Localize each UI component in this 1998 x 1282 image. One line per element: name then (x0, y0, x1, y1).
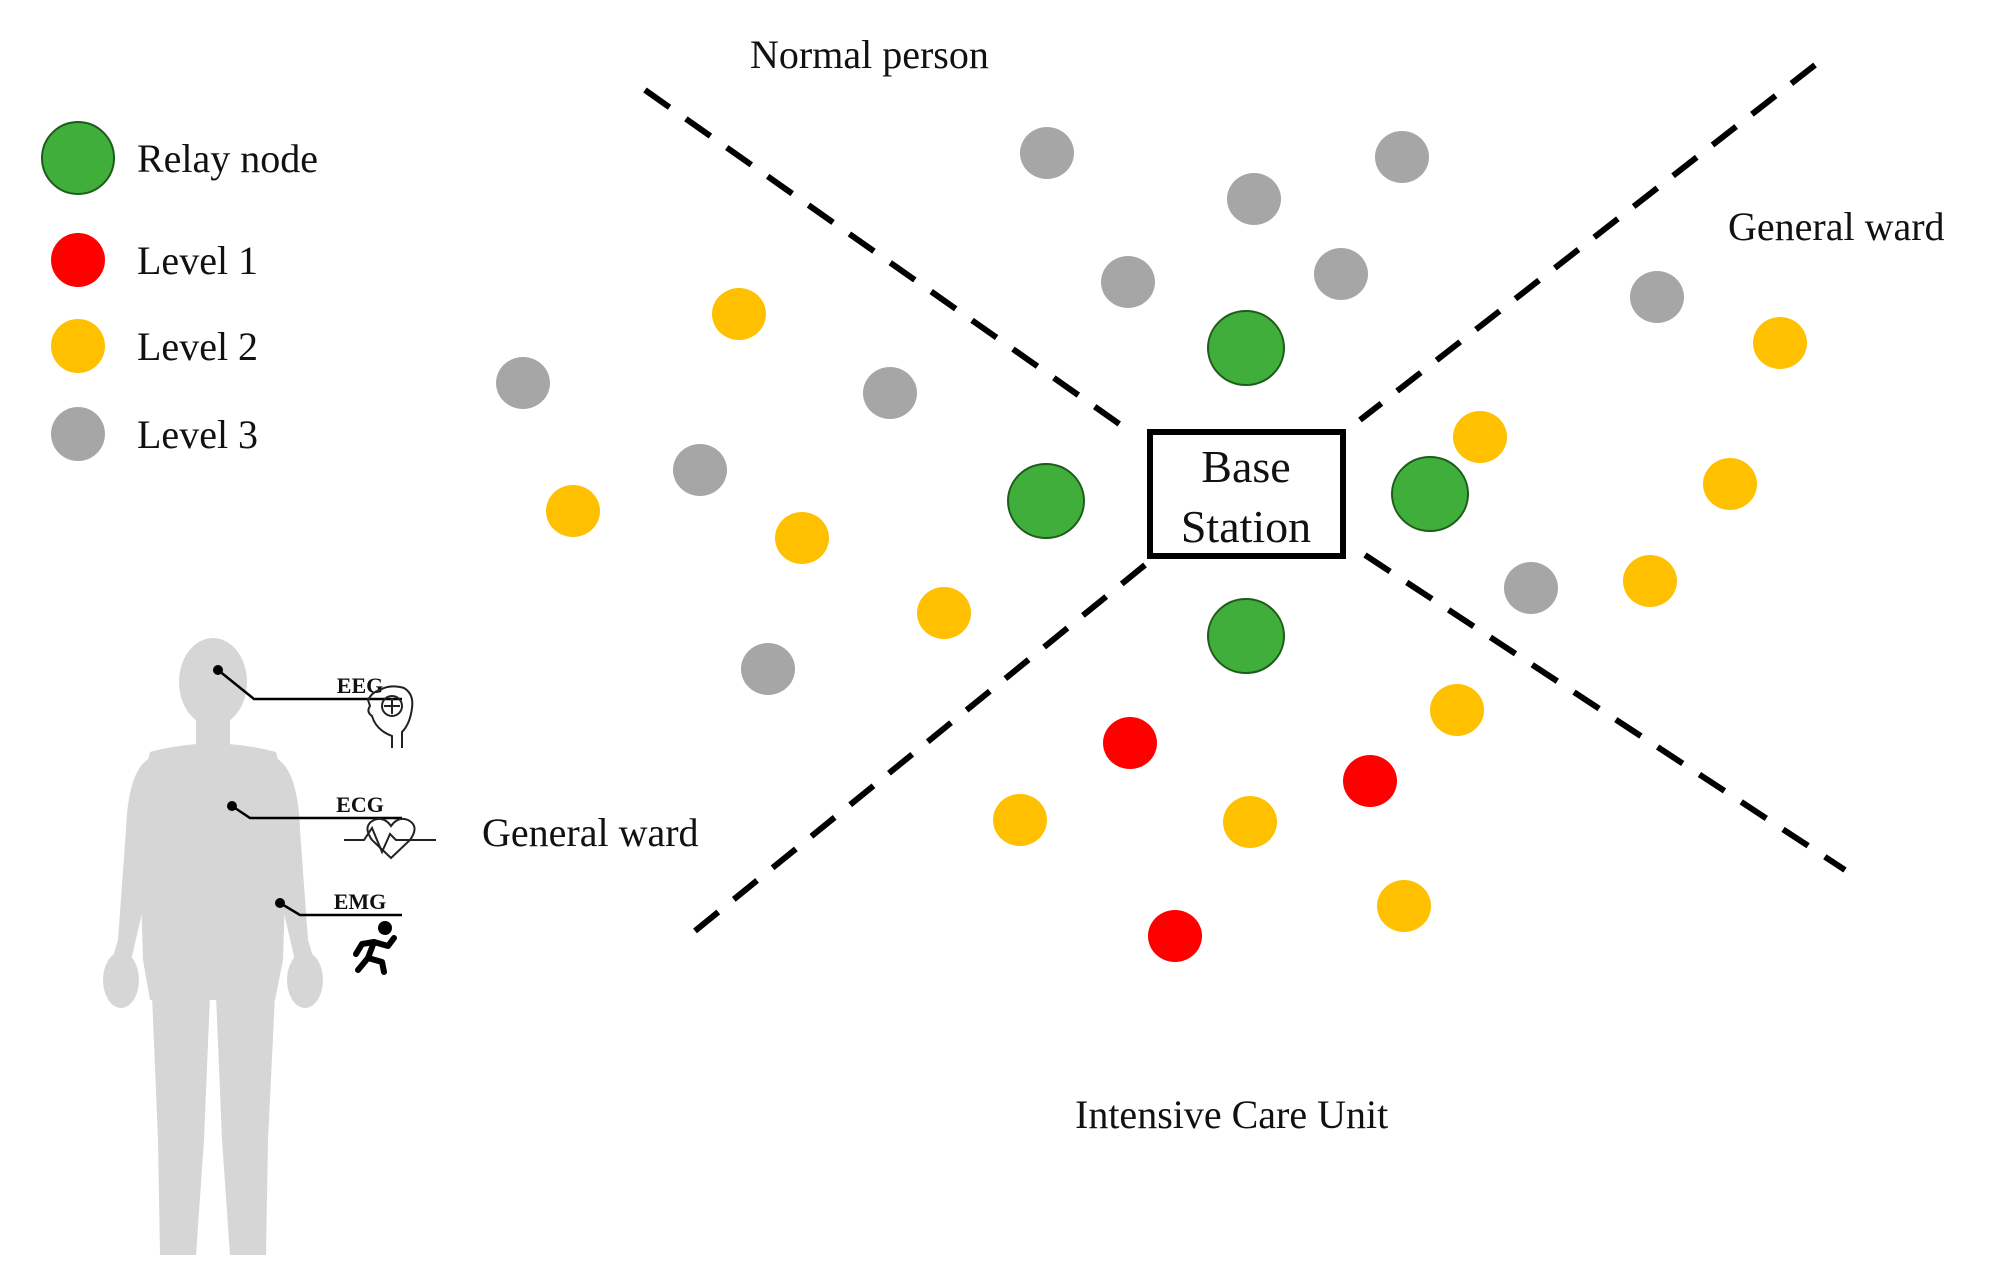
level2-node-9 (1430, 684, 1484, 736)
relay-node-2 (1007, 463, 1085, 539)
legend-swatch-level2 (51, 319, 105, 373)
level3-node-3 (1227, 173, 1281, 225)
emg-electrode (275, 898, 285, 908)
eeg-electrode (213, 665, 223, 675)
level3-node-9 (741, 643, 795, 695)
level3-node-5 (1314, 248, 1368, 300)
sensor-leads (217, 669, 402, 917)
level2-node-10 (993, 794, 1047, 846)
legend-label-level2: Level 2 (137, 324, 258, 369)
body-left-leg (152, 995, 210, 1255)
divider-bottom-right (1363, 552, 1847, 873)
relay-node-4 (1207, 598, 1285, 674)
level1-node-3 (1148, 910, 1202, 962)
human-body-silhouette (103, 638, 323, 1255)
level2-node-8 (1623, 555, 1677, 607)
body-right-leg (216, 995, 275, 1255)
sector-dividers (643, 62, 1847, 938)
level3-node-11 (1504, 562, 1558, 614)
legend-label-level1: Level 1 (137, 238, 258, 283)
legend: Relay node Level 1 Level 2 Level 3 (41, 121, 318, 461)
running-person-icon (353, 921, 397, 975)
ecg-electrode (227, 801, 237, 811)
sensor-nodes (496, 127, 1807, 962)
body-left-arm (112, 758, 156, 965)
base-station-label-line2: Station (1181, 501, 1311, 552)
sensor-label-ecg: ECG (336, 792, 384, 817)
level2-node-4 (917, 587, 971, 639)
level3-node-6 (496, 357, 550, 409)
level3-node-4 (1101, 256, 1155, 308)
level2-node-1 (712, 288, 766, 340)
level3-node-8 (673, 444, 727, 496)
base-station: Base Station (1147, 429, 1346, 559)
legend-swatch-relay (41, 121, 115, 195)
zone-label-bottom: Intensive Care Unit (1075, 1092, 1388, 1137)
ecg-lead (231, 804, 402, 820)
base-station-label-line1: Base (1201, 441, 1290, 492)
body-torso (138, 743, 288, 1000)
heart-pulse-icon (344, 817, 436, 860)
body-right-hand (287, 952, 323, 1008)
emg-lead (279, 901, 402, 917)
level3-node-2 (1375, 131, 1429, 183)
level3-node-1 (1020, 127, 1074, 179)
zone-label-top: Normal person (750, 32, 989, 77)
level2-node-6 (1753, 317, 1807, 369)
relay-node-3 (1391, 456, 1469, 532)
level3-node-10 (1630, 271, 1684, 323)
level2-node-12 (1377, 880, 1431, 932)
level3-node-7 (863, 367, 917, 419)
divider-bottom-left (688, 562, 1147, 938)
zone-label-right: General ward (1728, 204, 1945, 249)
sensor-label-emg: EMG (334, 889, 387, 914)
legend-swatch-level3 (51, 407, 105, 461)
level1-node-2 (1343, 755, 1397, 807)
body-head (179, 638, 247, 726)
body-left-hand (103, 952, 139, 1008)
relay-node-1 (1207, 310, 1285, 386)
legend-label-level3: Level 3 (137, 412, 258, 457)
zone-label-left: General ward (482, 810, 699, 855)
level2-node-5 (1453, 411, 1507, 463)
base-station-box (1147, 429, 1346, 559)
sensor-label-eeg: EEG (337, 673, 383, 698)
legend-swatch-level1 (51, 233, 105, 287)
level2-node-3 (775, 512, 829, 564)
level2-node-7 (1703, 458, 1757, 510)
level2-node-2 (546, 485, 600, 537)
body-right-arm (270, 758, 314, 965)
eeg-lead (217, 669, 402, 701)
legend-label-relay: Relay node (137, 136, 318, 181)
level2-node-11 (1223, 796, 1277, 848)
brain-head-icon (366, 685, 414, 748)
level1-node-1 (1103, 717, 1157, 769)
